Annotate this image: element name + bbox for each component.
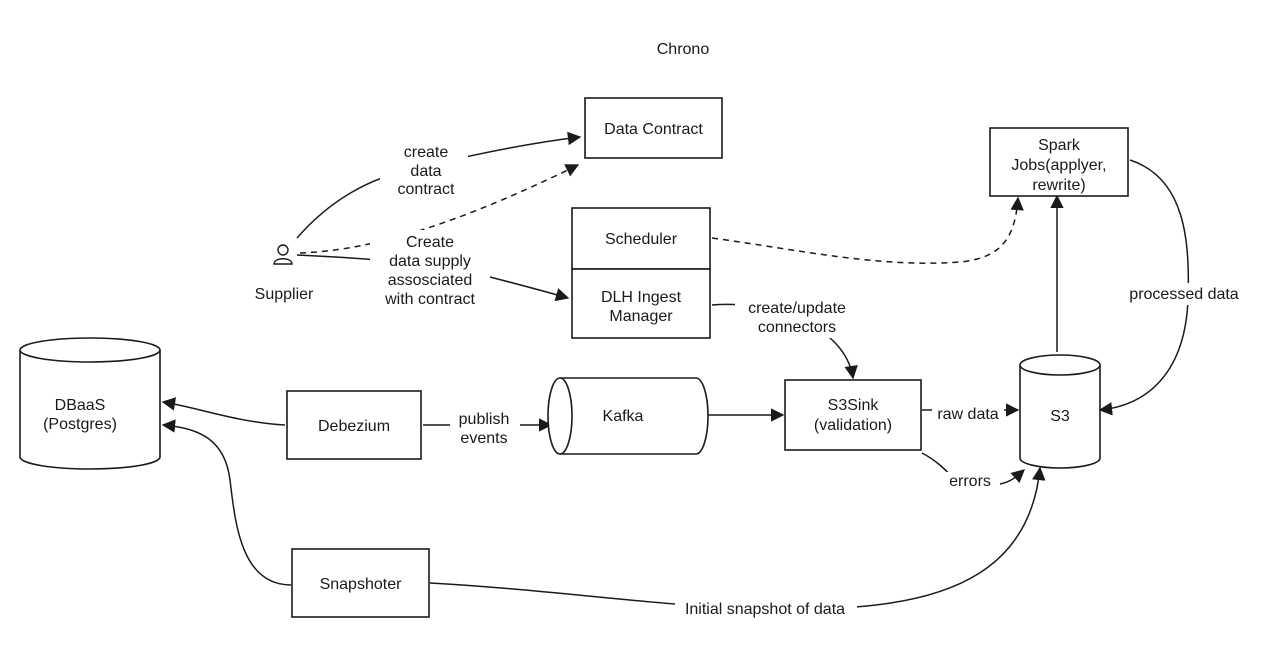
label-create-supply: Create data supply assosciated with cont… — [370, 230, 490, 308]
edge-debezium-to-dbaas — [161, 397, 286, 426]
edge-scheduler-to-spark — [711, 196, 1024, 264]
node-dbaas: DBaaS (Postgres) — [19, 337, 161, 470]
node-spark-line-1: Spark — [1038, 137, 1081, 154]
node-snapshoter: Snapshoter — [291, 548, 430, 618]
label-processed-data-text: processed data — [1129, 286, 1239, 303]
node-s3sink-line-2: (validation) — [814, 417, 892, 434]
label-create-connectors: create/update connectors — [735, 296, 865, 338]
label-create-supply-line-2: data supply — [389, 253, 471, 270]
node-s3-label: S3 — [1050, 408, 1070, 425]
label-raw-data-text: raw data — [937, 406, 998, 423]
node-ingest-manager: DLH Ingest Manager — [571, 268, 711, 339]
diagram-title: Chrono — [657, 41, 710, 58]
node-s3: S3 — [1019, 354, 1101, 469]
node-data-contract: Data Contract — [584, 97, 723, 159]
label-publish-events-line-1: publish — [459, 411, 510, 428]
label-create-supply-line-4: with contract — [384, 291, 475, 308]
node-supplier-label: Supplier — [255, 286, 314, 303]
node-supplier: Supplier — [255, 244, 314, 303]
label-initial-snapshot: Initial snapshot of data — [675, 598, 857, 620]
node-dbaas-line-1: DBaaS — [55, 397, 106, 414]
label-publish-events: publish events — [450, 408, 520, 448]
label-create-supply-line-1: Create — [406, 234, 454, 251]
node-scheduler-label: Scheduler — [605, 231, 678, 248]
node-snapshoter-label: Snapshoter — [320, 576, 403, 593]
label-errors: errors — [944, 472, 998, 492]
label-raw-data: raw data — [932, 403, 1004, 423]
label-processed-data: processed data — [1122, 283, 1246, 305]
node-scheduler: Scheduler — [571, 207, 711, 270]
node-data-contract-label: Data Contract — [604, 121, 703, 138]
label-create-supply-line-3: assosciated — [388, 272, 473, 289]
node-kafka-label: Kafka — [603, 408, 644, 425]
node-spark-line-2: Jobs(applyer, — [1011, 157, 1106, 174]
label-publish-events-line-2: events — [460, 430, 507, 447]
node-dbaas-line-2: (Postgres) — [43, 416, 117, 433]
node-spark-line-3: rewrite) — [1032, 177, 1085, 194]
node-kafka: Kafka — [547, 377, 709, 455]
label-initial-snapshot-text: Initial snapshot of data — [685, 601, 845, 618]
label-create-contract-line-3: contract — [398, 181, 455, 198]
label-create-contract-line-1: create — [404, 144, 449, 161]
label-create-contract: create data contract — [380, 140, 468, 200]
node-ingest-line-2: Manager — [609, 308, 673, 325]
user-icon — [273, 244, 293, 265]
node-s3sink: S3Sink (validation) — [784, 379, 922, 451]
label-create-connectors-line-2: connectors — [758, 319, 836, 336]
node-spark-jobs: Spark Jobs(applyer, rewrite) — [989, 127, 1129, 197]
label-create-contract-line-2: data — [410, 163, 441, 180]
label-create-connectors-line-1: create/update — [748, 300, 846, 317]
edge-snapshoter-to-s3 — [429, 468, 1040, 608]
node-ingest-line-1: DLH Ingest — [601, 289, 682, 306]
node-debezium-label: Debezium — [318, 418, 390, 435]
label-errors-text: errors — [949, 473, 991, 490]
node-s3sink-line-1: S3Sink — [828, 397, 880, 414]
edge-snapshoter-to-dbaas — [161, 419, 292, 586]
node-debezium: Debezium — [286, 390, 422, 460]
